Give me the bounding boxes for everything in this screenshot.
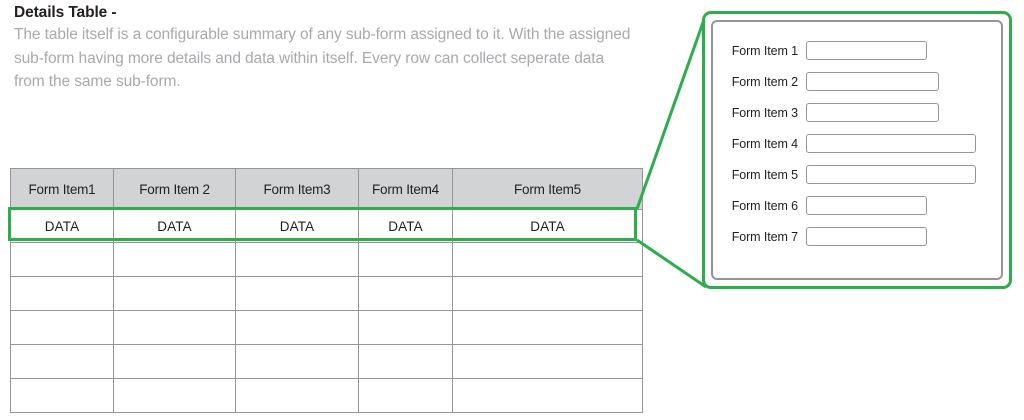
table-cell[interactable] (452, 310, 643, 345)
form-row: Form Item 2 (713, 66, 1001, 97)
details-summary-table: Form Item1 Form Item 2 Form Item3 Form I… (10, 168, 643, 413)
table-cell[interactable] (358, 276, 453, 311)
sub-form-field-list: Form Item 1 Form Item 2 Form Item 3 Form… (713, 35, 1001, 252)
column-header-2[interactable]: Form Item 2 (113, 168, 236, 210)
table-cell[interactable] (113, 276, 236, 311)
form-row: Form Item 4 (713, 128, 1001, 159)
form-field-label: Form Item 2 (731, 74, 798, 89)
table-cell[interactable] (10, 344, 114, 379)
form-field-label: Form Item 5 (731, 167, 798, 182)
table-cell[interactable] (113, 242, 236, 277)
table-cell[interactable] (10, 276, 114, 311)
page-title: Details Table - (14, 4, 117, 21)
table-cell[interactable] (235, 276, 359, 311)
table-cell[interactable] (10, 242, 114, 277)
table-row[interactable] (10, 378, 643, 413)
form-row: Form Item 3 (713, 97, 1001, 128)
table-cell[interactable] (235, 242, 359, 277)
table-cell[interactable]: DATA (113, 209, 236, 243)
form-field-label: Form Item 7 (731, 229, 798, 244)
table-cell[interactable]: DATA (452, 209, 643, 243)
table-row[interactable]: DATA DATA DATA DATA DATA (10, 209, 643, 243)
column-header-3[interactable]: Form Item3 (235, 168, 359, 210)
form-field-label: Form Item 4 (731, 136, 798, 151)
table-cell[interactable] (452, 276, 643, 311)
description-block: Details Table - The table itself is a co… (14, 2, 644, 94)
column-header-1[interactable]: Form Item1 (10, 168, 114, 210)
table-row[interactable] (10, 276, 643, 311)
table-cell[interactable] (10, 310, 114, 345)
table-cell[interactable] (452, 242, 643, 277)
table-cell[interactable]: DATA (10, 209, 114, 243)
column-header-4[interactable]: Form Item4 (358, 168, 453, 210)
form-row: Form Item 7 (713, 221, 1001, 252)
form-field-input-5[interactable] (806, 165, 976, 184)
form-field-input-6[interactable] (806, 196, 927, 215)
table-cell[interactable] (113, 344, 236, 379)
table-header-row: Form Item1 Form Item 2 Form Item3 Form I… (10, 168, 643, 210)
table-body: DATA DATA DATA DATA DATA (10, 209, 643, 413)
form-row: Form Item 5 (713, 159, 1001, 190)
connector-line-bottom (636, 238, 707, 289)
table-cell[interactable] (10, 378, 114, 413)
sub-form-panel-inner: Form Item 1 Form Item 2 Form Item 3 Form… (711, 20, 1003, 280)
table-cell[interactable]: DATA (358, 209, 453, 243)
form-field-input-3[interactable] (806, 103, 939, 122)
table-cell[interactable] (358, 378, 453, 413)
table-cell[interactable] (358, 242, 453, 277)
table-row[interactable] (10, 344, 643, 379)
table-row[interactable] (10, 242, 643, 277)
table-cell[interactable] (235, 378, 359, 413)
table-cell[interactable] (113, 310, 236, 345)
table-row[interactable] (10, 310, 643, 345)
form-field-input-4[interactable] (806, 134, 976, 153)
connector-line-top (635, 13, 708, 210)
form-field-input-7[interactable] (806, 227, 927, 246)
table-cell[interactable]: DATA (235, 209, 359, 243)
form-row: Form Item 6 (713, 190, 1001, 221)
table-cell[interactable] (113, 378, 236, 413)
table-cell[interactable] (235, 344, 359, 379)
table-cell[interactable] (452, 378, 643, 413)
table-cell[interactable] (358, 344, 453, 379)
table-cell[interactable] (358, 310, 453, 345)
sub-form-detail-panel: Form Item 1 Form Item 2 Form Item 3 Form… (702, 11, 1012, 289)
table-header: Form Item1 Form Item 2 Form Item3 Form I… (10, 168, 643, 210)
form-field-label: Form Item 1 (731, 43, 798, 58)
description-text: The table itself is a configurable summa… (14, 26, 631, 90)
form-field-label: Form Item 3 (731, 105, 798, 120)
form-field-input-2[interactable] (806, 72, 939, 91)
form-field-label: Form Item 6 (731, 198, 798, 213)
table-cell[interactable] (235, 310, 359, 345)
column-header-5[interactable]: Form Item5 (452, 168, 643, 210)
table-cell[interactable] (452, 344, 643, 379)
form-row: Form Item 1 (713, 35, 1001, 66)
form-field-input-1[interactable] (806, 41, 927, 60)
